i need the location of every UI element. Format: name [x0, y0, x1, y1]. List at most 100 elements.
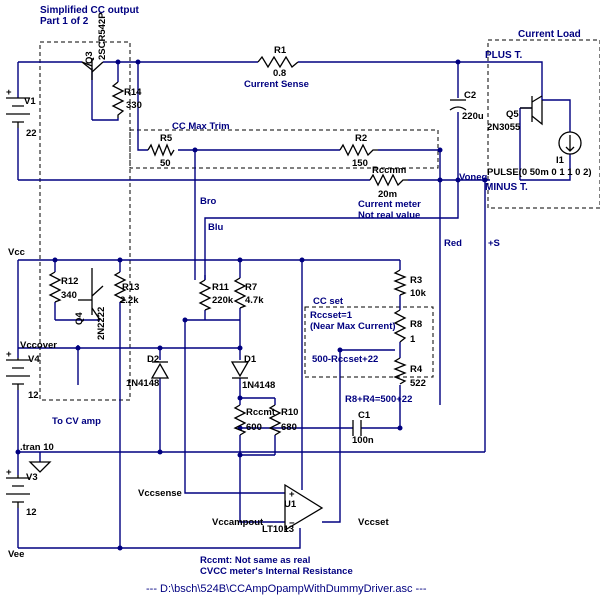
blu-label: Blu — [208, 222, 224, 233]
plus-t-label: PLUS T. — [485, 50, 522, 61]
rccmt-name: Rccmt — [246, 407, 276, 418]
d2-name: D2 — [147, 354, 159, 365]
c1-name: C1 — [358, 410, 371, 421]
tran-directive: .tran 10 — [20, 442, 54, 453]
r4-value: 522 — [410, 378, 426, 389]
c2-capacitor-symbol — [449, 99, 467, 111]
r14-name: R14 — [124, 87, 142, 98]
q5-name: Q5 — [506, 109, 519, 120]
r12-name: R12 — [61, 276, 78, 287]
r8-name: R8 — [410, 319, 422, 330]
r1-resistor-symbol — [257, 55, 299, 69]
ground-symbol — [28, 461, 52, 473]
current-load-box — [487, 39, 600, 209]
i1-name: I1 — [556, 155, 565, 166]
footer-filepath: --- D:\bsch\524B\CCAmpOpampWithDummyDriv… — [146, 583, 427, 595]
v3-battery-symbol: + — [6, 467, 30, 508]
r7-resistor-symbol — [233, 277, 247, 309]
red-label: Red — [444, 238, 462, 249]
title-line1: Simplified CC output — [40, 5, 140, 16]
svg-text:+: + — [6, 467, 12, 478]
svg-text:+: + — [6, 349, 12, 360]
r3-value: 10k — [410, 288, 427, 299]
voneg-label: Voneg — [459, 172, 488, 183]
v4-value: 12 — [28, 390, 39, 401]
q3-part: 2SCR542P — [97, 12, 108, 60]
r14-value: 330 — [126, 100, 142, 111]
r10-name: R10 — [281, 407, 298, 418]
r13-resistor-symbol — [113, 271, 127, 303]
q4-transistor-symbol — [78, 268, 104, 321]
rccmm-name: Rccmm — [372, 165, 406, 176]
rccset-note1: Rccset=1 — [310, 310, 353, 321]
rccmm-resistor-symbol — [369, 173, 408, 187]
r2-resistor-symbol — [339, 143, 378, 157]
d1-name: D1 — [244, 354, 257, 365]
c1-capacitor-symbol — [352, 420, 362, 436]
q3-transistor-symbol — [81, 58, 104, 80]
r8r4-formula: 500-Rccset+22 — [312, 354, 378, 365]
rccmt-note-line1: Rccmt: Not same as real — [200, 555, 310, 566]
cc-set-box — [304, 306, 434, 378]
rccmt-note-line2: CVCC meter's Internal Resistance — [200, 566, 353, 577]
r5-resistor-symbol — [147, 143, 175, 157]
r11-resistor-symbol — [198, 279, 212, 311]
cc-set-label: CC set — [313, 296, 344, 307]
c2-name: C2 — [464, 90, 476, 101]
junctions — [15, 59, 488, 551]
c2-value: 220u — [462, 111, 484, 122]
rccmm-note1: Current meter — [358, 199, 421, 210]
svg-text:+: + — [289, 489, 295, 500]
d2-diode-symbol — [150, 361, 170, 379]
rccmm-note2: Not real value — [358, 210, 420, 221]
r12-resistor-symbol — [48, 271, 62, 303]
r14-resistor-symbol — [111, 81, 125, 118]
r2-value: 150 — [352, 158, 368, 169]
r12-value: 340 — [61, 290, 77, 301]
current-load-label: Current Load — [518, 29, 581, 40]
simplified-cc-box — [39, 41, 131, 401]
r1-name: R1 — [274, 45, 287, 56]
r11-value: 220k — [212, 295, 234, 306]
q4-name: Q4 — [74, 312, 85, 325]
rccset-note2: (Near Max Current) — [310, 321, 396, 332]
v1-value: 22 — [26, 128, 37, 139]
r5-name: R5 — [160, 133, 173, 144]
r3-name: R3 — [410, 275, 422, 286]
i1-current-source-symbol — [558, 131, 582, 155]
vee-label: Vee — [8, 549, 24, 560]
q5-transistor-symbol — [520, 95, 543, 126]
rccmt-value: 600 — [246, 422, 262, 433]
q3-name: Q3 — [84, 51, 95, 64]
d2-part: 1N4148 — [126, 378, 159, 389]
r7-name: R7 — [245, 282, 257, 293]
r11-name: R11 — [212, 282, 230, 293]
cc-max-trim-box — [129, 129, 439, 169]
v3-name: V3 — [26, 472, 38, 483]
r8-resistor-symbol — [393, 309, 407, 343]
bro-label: Bro — [200, 196, 217, 207]
c1-value: 100n — [352, 435, 374, 446]
u1-opamp-symbol: + − — [284, 483, 324, 532]
v1-battery-symbol: + — [6, 87, 30, 128]
r8-value: 1 — [410, 334, 416, 345]
vccampout-label: Vccampout — [212, 517, 264, 528]
minus-t-label: MINUS T. — [485, 182, 528, 193]
vcc-label: Vcc — [8, 247, 25, 258]
q5-part: 2N3055 — [487, 122, 521, 133]
u1-name: U1 — [284, 499, 297, 510]
svg-text:−: − — [289, 518, 295, 529]
rccmt-resistor-symbol — [233, 404, 247, 436]
r3-resistor-symbol — [393, 269, 407, 296]
title-line2: Part 1 of 2 — [40, 16, 89, 27]
v4-battery-symbol: + — [6, 349, 30, 390]
r8r4-sum: R8+R4=500+22 — [345, 394, 412, 405]
vccsense-label: Vccsense — [138, 488, 182, 499]
i1-value: PULSE(0 50m 0 1 1 0 2) — [487, 167, 592, 178]
v3-value: 12 — [26, 507, 37, 518]
d1-diode-symbol — [230, 361, 250, 379]
rccmm-value: 20m — [378, 189, 397, 200]
q4-part: 2N2222 — [96, 307, 107, 340]
